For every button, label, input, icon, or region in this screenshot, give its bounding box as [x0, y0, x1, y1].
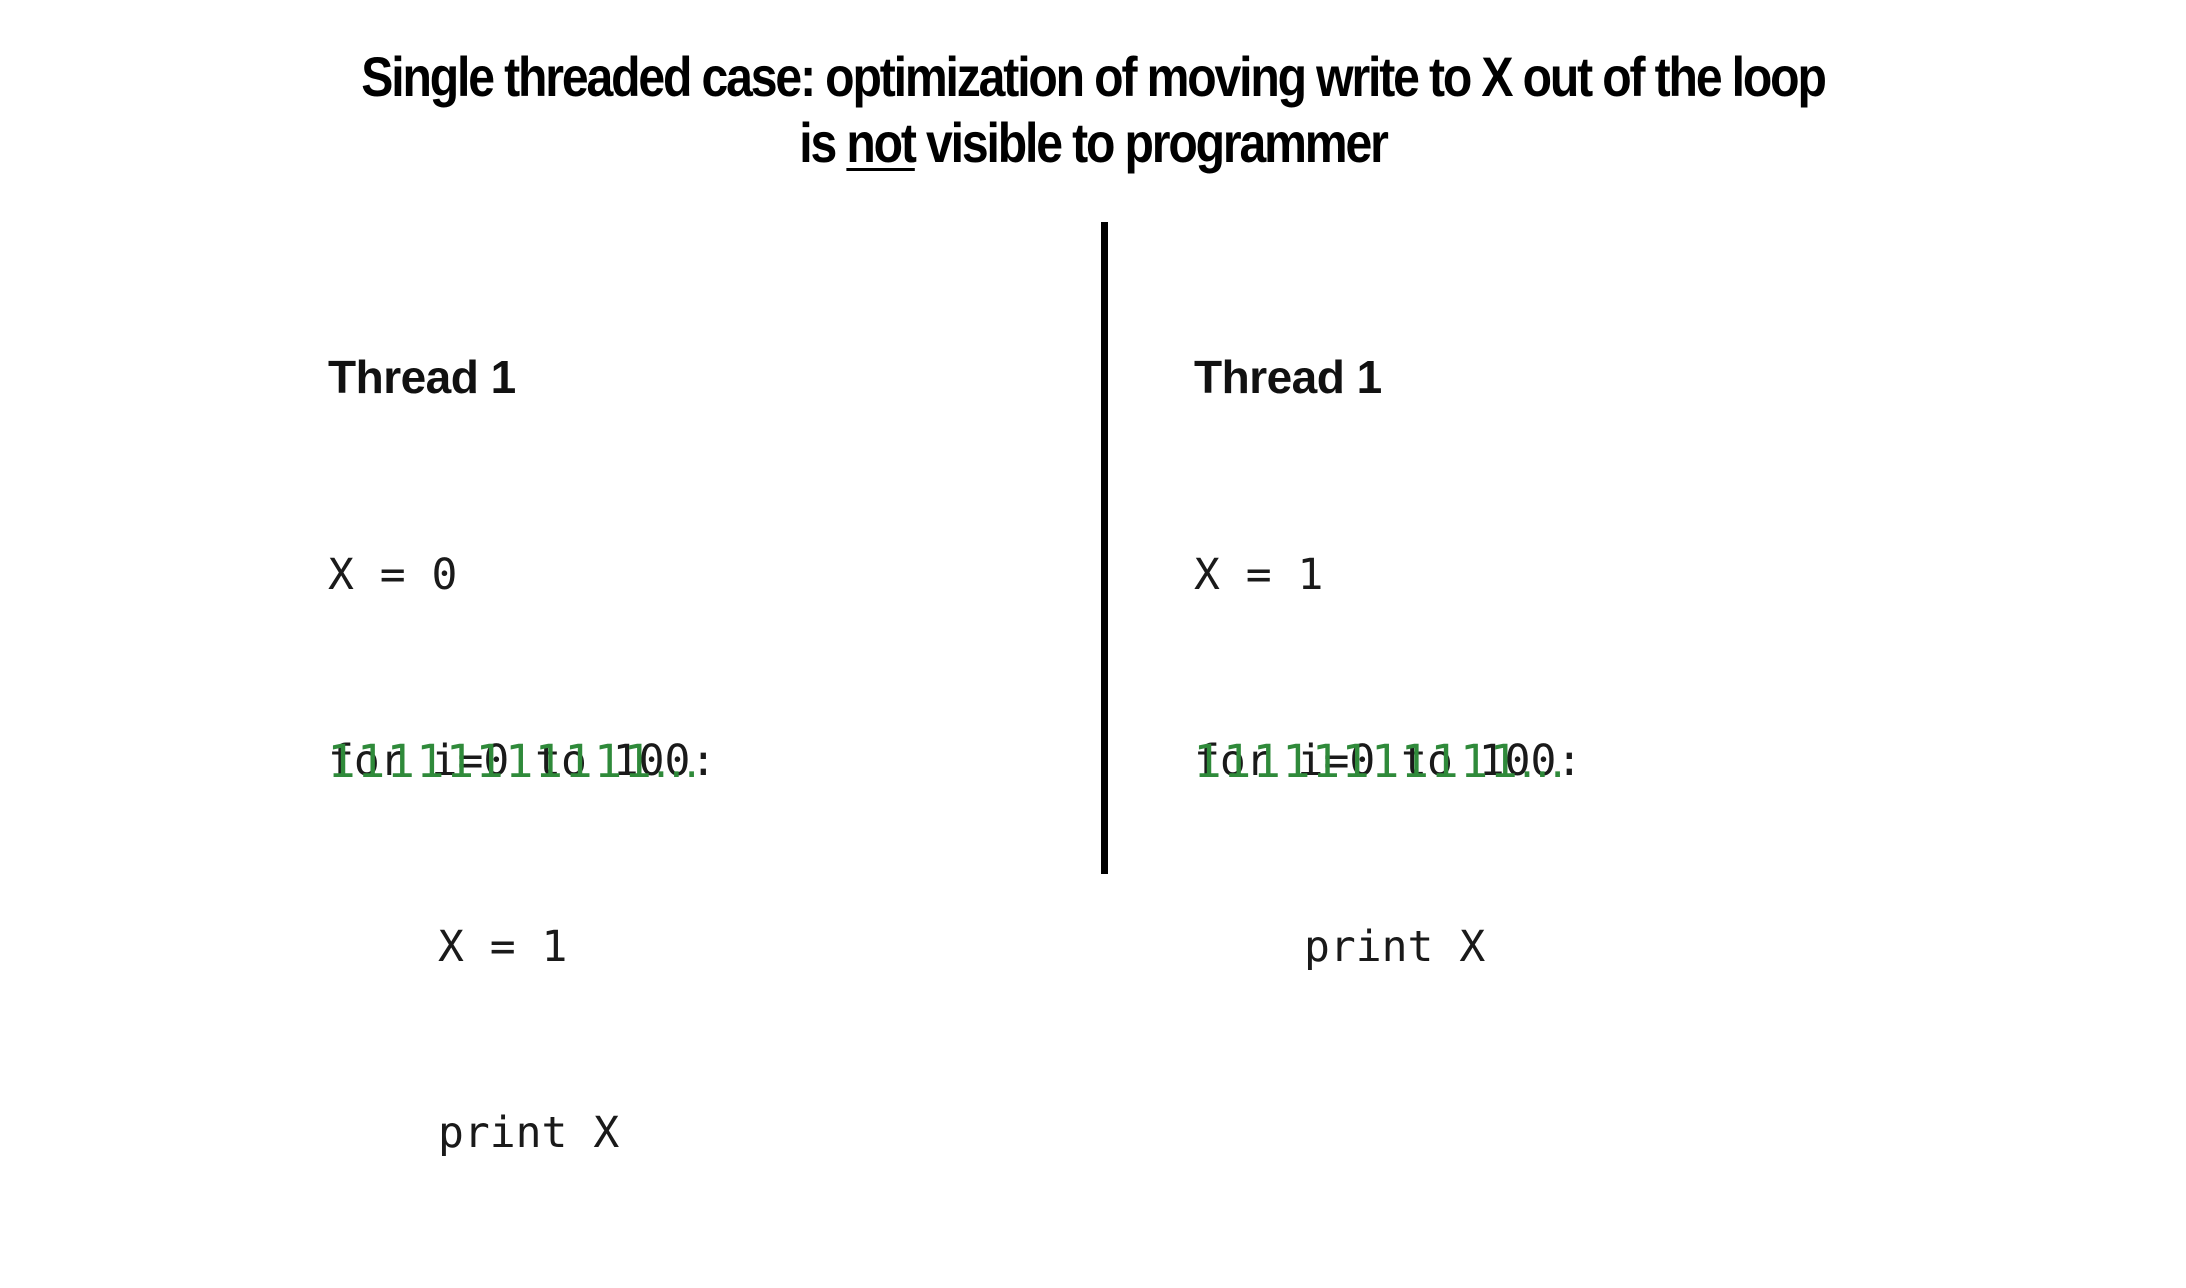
- code-line: print X: [438, 1108, 620, 1158]
- title-line-2-prefix: is: [799, 111, 847, 174]
- slide-title: Single threaded case: optimization of mo…: [153, 44, 2033, 176]
- code-line: X = 0: [328, 550, 458, 600]
- title-line-1: Single threaded case: optimization of mo…: [361, 45, 1827, 108]
- left-code-panel: Thread 1 X = 0 for i=0 to 100: X = 1 pri…: [328, 350, 716, 1288]
- vertical-divider: [1101, 222, 1108, 874]
- code-line: X = 1: [438, 922, 568, 972]
- right-thread-heading: Thread 1: [1194, 351, 1382, 403]
- code-line: for i=0 to 100:: [1194, 736, 1583, 786]
- title-emphasis-not: not: [846, 111, 917, 174]
- left-program-output: 11111111111...: [328, 735, 700, 788]
- left-thread-heading: Thread 1: [328, 351, 516, 403]
- right-code-panel: Thread 1 X = 1 for i=0 to 100: print X 1…: [1194, 350, 1582, 1102]
- right-program-output: 11111111111...: [1194, 735, 1566, 788]
- title-line-2-suffix: visible to programmer: [914, 111, 1389, 174]
- code-line: X = 1: [1194, 550, 1324, 600]
- code-line: print X: [1304, 922, 1486, 972]
- title-line-2: is not visible to programmer: [153, 110, 2033, 176]
- left-code-block: X = 0 for i=0 to 100: X = 1 print X: [328, 420, 716, 1288]
- code-line: for i=0 to 100:: [328, 736, 717, 786]
